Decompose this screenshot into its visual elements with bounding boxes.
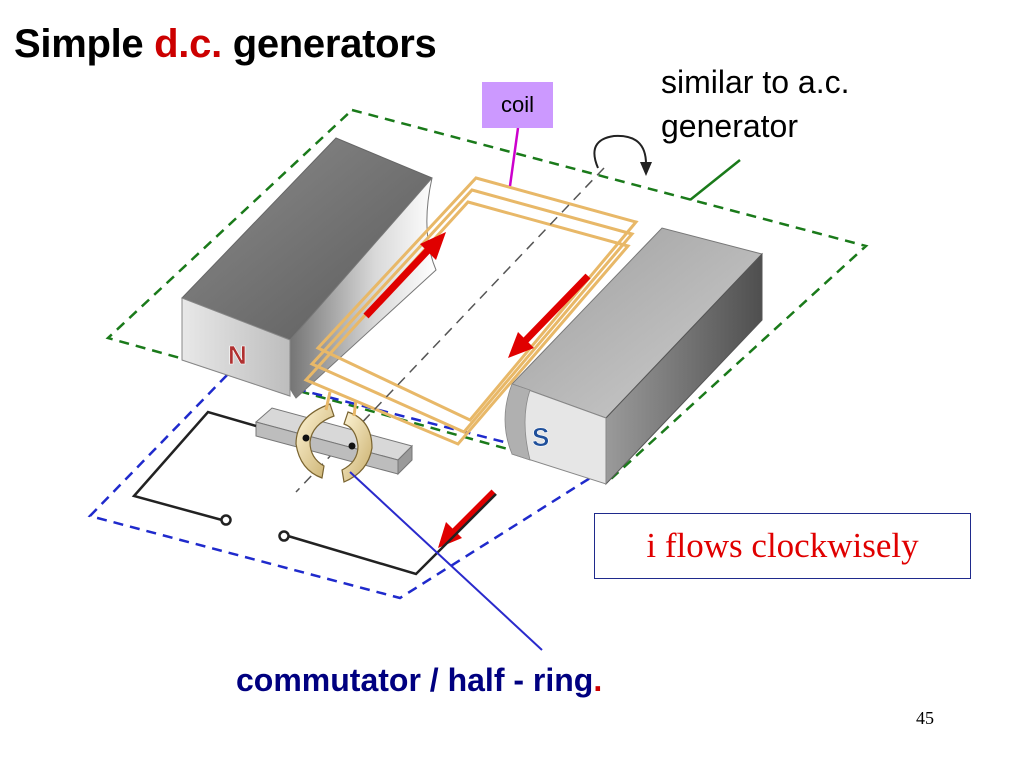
coil-label: coil (482, 82, 553, 128)
south-magnet: S (504, 227, 763, 486)
current-arrow-circuit (438, 489, 497, 548)
brush-holder (254, 407, 413, 476)
external-circuit (131, 410, 497, 576)
commutator-label-dot: . (593, 662, 603, 698)
coil-leader-line (508, 127, 520, 187)
rotation-axis (295, 167, 605, 493)
current-arrow-right (508, 273, 591, 358)
commutator-leader-line (349, 471, 543, 651)
current-arrow-left (363, 232, 446, 319)
similar-line-2: generator (661, 108, 798, 144)
north-pole-label: N (228, 340, 247, 370)
commutator-label-text: commutator / half - ring (236, 662, 594, 698)
plane-leader-line (689, 159, 741, 201)
south-pole-label: S (532, 422, 549, 452)
similar-annotation: similar to a.c. generator (661, 60, 961, 148)
circuit-plane (87, 370, 610, 600)
page-number: 45 (916, 708, 934, 728)
coil-leads (324, 391, 358, 417)
rotation-arrow-icon (593, 134, 652, 176)
commutator-label: commutator / half - ring. (236, 662, 602, 699)
current-direction-label: i flows clockwisely (594, 513, 971, 579)
title-text-1: Simple (14, 22, 155, 66)
similar-line-1: similar to a.c. (661, 64, 850, 100)
north-magnet: N (181, 137, 437, 399)
title-accent: d.c. (154, 22, 222, 66)
title-text-2: generators (221, 22, 437, 66)
slide-title: Simple d.c. generators (14, 22, 437, 67)
commutator-half-rings (295, 403, 373, 483)
